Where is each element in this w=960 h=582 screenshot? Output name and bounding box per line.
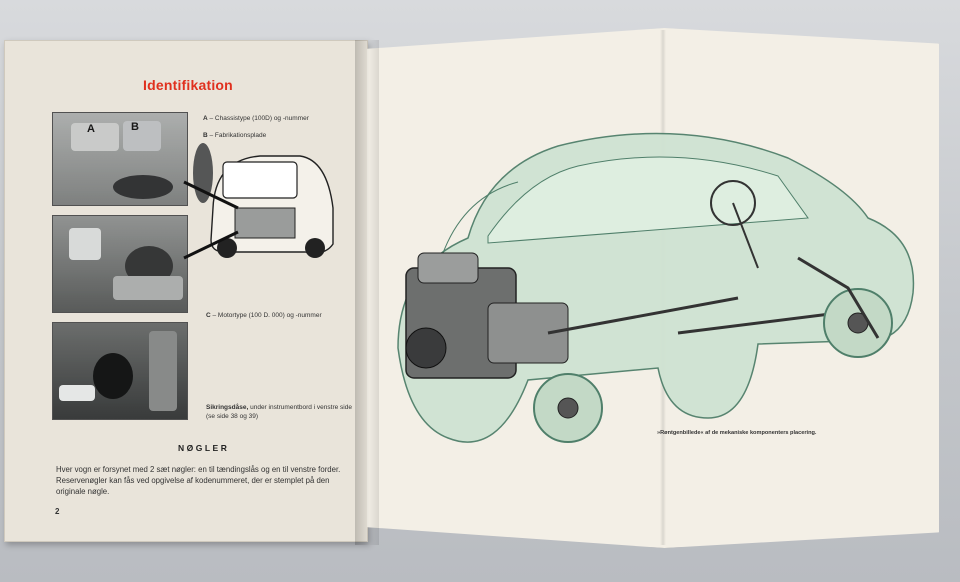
- car-cutaway-illustration: [397, 132, 915, 443]
- photo-label-b: B: [131, 121, 139, 133]
- small-car-illustration: [210, 155, 334, 258]
- caption-a-text: – Chassistype (100D) og -nummer: [209, 115, 309, 122]
- page-number: 2: [55, 507, 60, 516]
- page-title: Identifikation: [143, 77, 233, 93]
- caption-a-letter: A: [203, 115, 208, 122]
- photo-engine-number: [52, 215, 188, 313]
- caption-c-text: – Motortype (100 D. 000) og -nummer: [212, 312, 322, 319]
- caption-fuse-text: under instrumentbord i venstre side (se …: [206, 404, 352, 420]
- caption-c-letter: C: [206, 312, 211, 319]
- caption-b-text: – Fabrikationsplade: [209, 132, 267, 139]
- caption-b: B – Fabrikationsplade: [203, 132, 266, 141]
- caption-b-letter: B: [203, 132, 208, 139]
- caption-fuse-bold: Sikringsdåse,: [206, 404, 249, 411]
- caption-fuse-box: Sikringsdåse, under instrumentbord i ven…: [206, 404, 356, 422]
- section-heading-keys: NØGLER: [178, 443, 230, 453]
- photo-label-a: A: [87, 123, 95, 135]
- caption-a: A – Chassistype (100D) og -nummer: [203, 115, 309, 124]
- cutaway-caption: »Røntgenbillede« af de mekaniske kompone…: [657, 430, 817, 436]
- keys-paragraph: Hver vogn er forsynet med 2 sæt nøgler: …: [56, 465, 341, 496]
- pointer-arrows: [183, 180, 239, 260]
- book-gutter: [355, 40, 379, 545]
- caption-c: C – Motortype (100 D. 000) og -nummer: [206, 312, 322, 321]
- photo-chassis-plate: A B: [52, 112, 213, 206]
- photo-fuse-box: [52, 322, 188, 420]
